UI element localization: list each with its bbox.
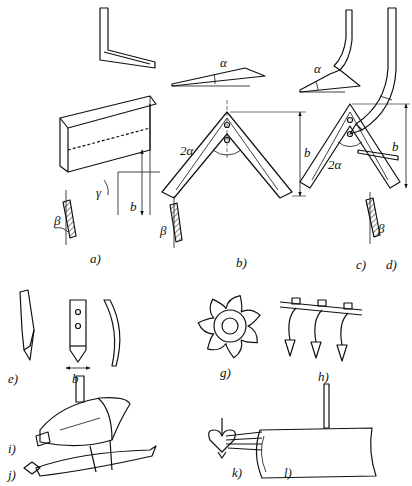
plough-body-i	[36, 376, 130, 446]
figure-letter: l)	[284, 466, 292, 479]
dimension-label: β	[378, 222, 384, 235]
sweep-c	[300, 10, 410, 244]
figure-letter: b)	[236, 256, 247, 269]
figure-letter: c)	[356, 258, 366, 271]
dimension-label: b	[130, 200, 137, 213]
dimension-label: 2α	[180, 144, 193, 157]
dimension-label: γ	[96, 186, 101, 199]
sweep-j	[24, 440, 156, 476]
figure-letter: j)	[8, 468, 16, 481]
figure-letter: e)	[8, 372, 18, 385]
scraper-l	[256, 384, 376, 478]
dimension-label: b	[392, 140, 399, 153]
figure-letter: k)	[232, 466, 242, 479]
chisel-e	[20, 290, 120, 368]
sweep-a	[55, 8, 160, 245]
dimension-label: α	[220, 56, 227, 69]
dimension-label: β	[54, 214, 60, 227]
dimension-label: β	[160, 224, 166, 237]
figure-letter: i)	[8, 442, 16, 455]
dimension-label: α	[314, 62, 321, 75]
figure-letter: a)	[90, 252, 101, 265]
star-teeth	[198, 296, 260, 358]
dimension-label: b	[72, 372, 79, 385]
sweep-b	[162, 68, 306, 248]
tine-gang-h	[280, 298, 362, 361]
figure-letter: h)	[318, 370, 329, 383]
dimension-label: b	[304, 146, 311, 159]
heart-tool-k	[209, 418, 262, 458]
rotary-star-g	[198, 296, 260, 358]
figure-letter: d)	[386, 258, 397, 271]
dimension-label: 2α	[328, 158, 341, 171]
figure-letter: g)	[220, 366, 231, 379]
spring-tine-d	[350, 8, 398, 160]
